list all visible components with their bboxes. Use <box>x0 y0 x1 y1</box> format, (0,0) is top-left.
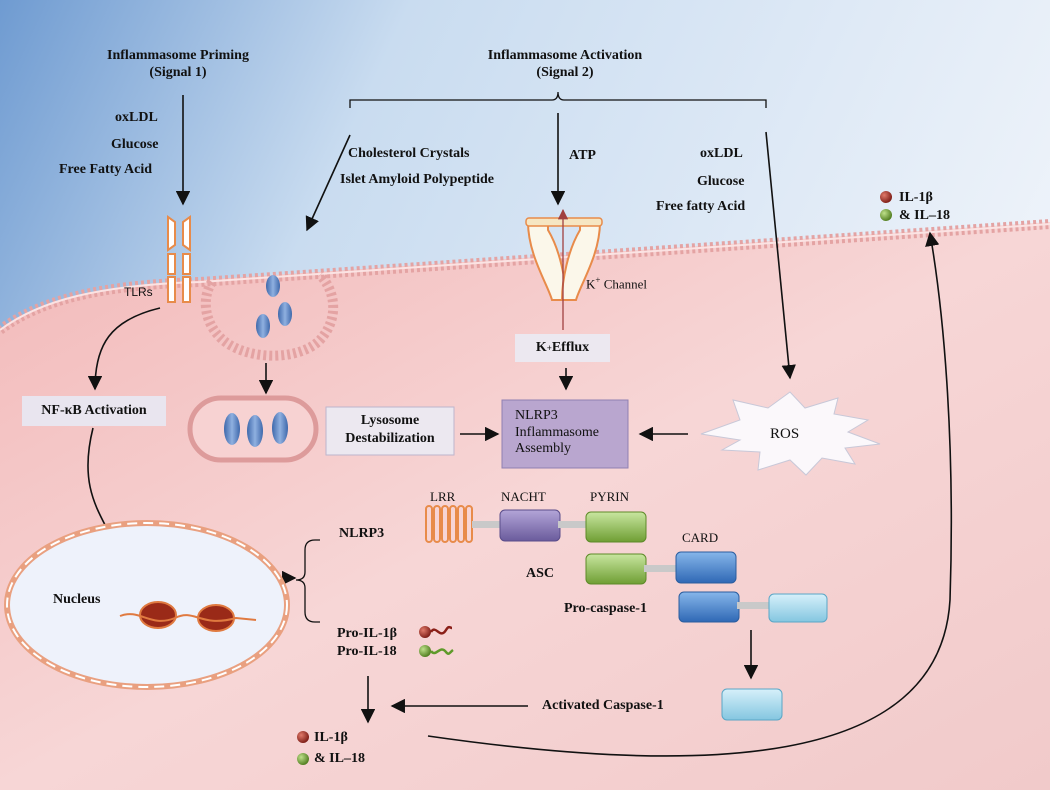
nacht-domain <box>499 509 561 542</box>
nfkb-box <box>22 396 166 426</box>
k-channel <box>525 217 603 301</box>
priming-input-oxldl: oxLDL <box>115 110 158 125</box>
lrr-domain <box>425 505 473 543</box>
k-channel-label: K+ Channel <box>586 275 648 292</box>
iapp-label: Islet Amyloid Polypeptide <box>340 172 495 187</box>
signal2-brace <box>349 91 767 108</box>
procasp-card <box>678 591 740 623</box>
priming-title: Inflammasome Priming <box>107 48 249 63</box>
pro-il1b-tail <box>429 625 453 635</box>
ros-input-glucose: Glucose <box>697 174 745 189</box>
lysosome-destab-box <box>325 406 455 456</box>
nacht-label: NACHT <box>501 489 546 504</box>
activation-title: Inflammasome Activation <box>487 48 643 63</box>
nlrp3-line1: NLRP3 <box>515 408 558 423</box>
asc-pyrin <box>585 553 647 585</box>
ros-label: ROS <box>770 426 800 442</box>
ros-input-oxldl: oxLDL <box>700 146 743 161</box>
nlrp3-line3: Assembly <box>515 441 571 457</box>
nucleus-label: Nucleus <box>53 592 101 607</box>
cholesterol-crystals-label: Cholesterol Crystals <box>348 146 470 161</box>
il18-top-label: & IL–18 <box>899 208 950 223</box>
activation-subtitle: (Signal 2) <box>536 65 594 80</box>
ros-input-ffa: Free fatty Acid <box>656 199 746 214</box>
gene-pro-il18-label: Pro-IL-18 <box>337 644 397 659</box>
crystal-vesicle <box>256 314 270 338</box>
active-caspase <box>721 688 783 721</box>
arrow-to-ros <box>765 131 796 380</box>
gene-pro-il1b-label: Pro-IL-1β <box>337 626 397 641</box>
pyrin-domain <box>585 511 647 543</box>
priming-subtitle: (Signal 1) <box>149 65 207 80</box>
lysosome-line2: Destabilization <box>345 430 435 446</box>
arrow-tlr-to-nfkb <box>87 307 161 391</box>
pro-il18-ball <box>419 645 431 657</box>
gene-nlrp3-label: NLRP3 <box>339 526 385 541</box>
il18-ball-top <box>880 209 892 221</box>
il1b-ball-bottom <box>297 731 309 743</box>
arrow-secretion <box>427 231 953 757</box>
nlrp3-assembly-box <box>501 399 629 469</box>
il1b-ball-top <box>880 191 892 203</box>
crystal-vesicle <box>247 415 263 447</box>
arrow-crystals-to-membrane <box>305 134 351 232</box>
asc-card <box>675 551 737 584</box>
asc-label: ASC <box>526 566 555 581</box>
il18-ball-bottom <box>297 753 309 765</box>
ros-burst <box>700 391 881 476</box>
crystal-vesicle <box>278 302 292 326</box>
crystal-vesicle <box>266 275 280 297</box>
lysosome-destab-label: Lysosome Destabilization <box>326 412 454 447</box>
priming-input-glucose: Glucose <box>111 137 159 152</box>
card-label: CARD <box>682 530 719 545</box>
atp-label: ATP <box>569 148 596 163</box>
tlr-receptor <box>167 215 191 303</box>
gene-brace <box>295 539 320 623</box>
il1b-top-label: IL-1β <box>899 190 933 205</box>
pro-il18-tail <box>429 648 454 655</box>
k-efflux-box <box>515 334 610 362</box>
activated-caspase-label: Activated Caspase-1 <box>542 698 664 713</box>
il18-bottom-label: & IL–18 <box>314 751 365 766</box>
k-efflux-label: K+ Efflux <box>535 340 590 355</box>
crystal-vesicle <box>272 412 288 444</box>
nlrp3-line2: Inflammasome <box>515 424 599 440</box>
procasp-catalytic <box>768 593 828 623</box>
dna-chromatin <box>119 601 257 632</box>
crystal-vesicle <box>224 413 240 445</box>
nfkb-label: NF-κB Activation <box>41 403 147 418</box>
procasp-label: Pro-caspase-1 <box>564 601 647 616</box>
tlrs-label: TLRs <box>124 285 153 299</box>
pyrin-label: PYRIN <box>590 489 630 504</box>
pro-il1b-ball <box>419 626 431 638</box>
nlrp3-assembly-label: NLRP3 Inflammasome Assembly <box>515 408 599 458</box>
cell-body <box>0 222 1050 790</box>
lysosome-line1: Lysosome <box>360 413 420 428</box>
endocytic-pit <box>200 271 339 361</box>
il1b-bottom-label: IL-1β <box>314 730 348 745</box>
lrr-label: LRR <box>430 489 456 504</box>
priming-input-ffa: Free Fatty Acid <box>59 162 153 177</box>
